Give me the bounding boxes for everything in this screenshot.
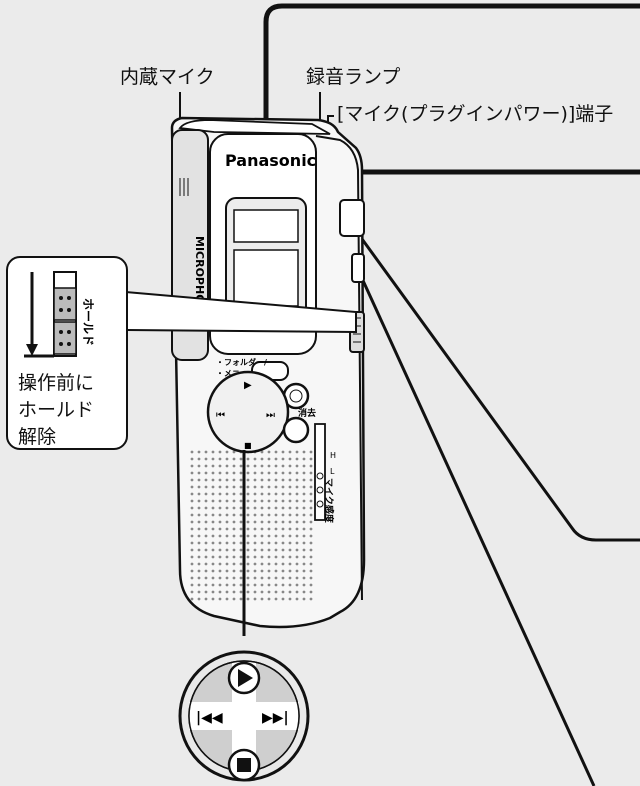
svg-text:H: H bbox=[330, 451, 336, 460]
side-panel bbox=[315, 135, 363, 601]
side-jack bbox=[339, 199, 365, 237]
dial-rewind: ⏮ bbox=[216, 410, 225, 421]
folder-menu-label: ・フォルダー/ bbox=[216, 357, 267, 367]
hold-instruction-line: 操作前に bbox=[18, 372, 95, 394]
callout-box-top bbox=[263, 3, 640, 360]
dial-stop: ■ bbox=[244, 441, 252, 450]
builtin-mic-label: 内蔵マイク bbox=[120, 66, 215, 88]
hold-instruction-line: 解除 bbox=[18, 426, 57, 448]
dial-forward: ⏭ bbox=[266, 410, 275, 421]
stop-side-switch[interactable] bbox=[351, 253, 365, 283]
hold-instruction: 操作前に ホールド 解除 bbox=[18, 370, 94, 451]
mic-sensitivity-switch[interactable] bbox=[314, 423, 326, 521]
hold-instruction-line: ホールド bbox=[18, 399, 95, 421]
svg-text:L: L bbox=[330, 467, 335, 476]
zoom-rewind: |◀◀ bbox=[196, 710, 223, 726]
brand-logo: Panasonic bbox=[225, 151, 316, 170]
hold-callout: ホールド 操作前に ホールド 解除 bbox=[6, 256, 128, 450]
dial-zoom: |◀◀ ▶▶| bbox=[178, 650, 310, 782]
leader-line-hold bbox=[358, 273, 596, 786]
erase-label: 消去 bbox=[298, 407, 316, 419]
hold-switch-illustration: ホールド bbox=[24, 271, 95, 358]
main-dial[interactable] bbox=[206, 370, 290, 454]
speaker-grille bbox=[190, 450, 313, 601]
rec-lamp-label: 録音ランプ bbox=[306, 66, 401, 88]
top-face bbox=[178, 119, 331, 135]
zoom-forward: ▶▶| bbox=[262, 710, 289, 726]
hold-switch-label: ホールド bbox=[81, 298, 95, 346]
mic-sensitivity-label: マイク感度 bbox=[323, 478, 335, 524]
voice-recorder: MICROPHONE Panasonic ・フォルダー/ ・メニュー ▶ ⏮ ⏭… bbox=[170, 116, 366, 629]
dial-play: ▶ bbox=[244, 380, 252, 391]
erase-button[interactable] bbox=[282, 416, 310, 444]
callout-box-lower bbox=[352, 227, 640, 542]
mic-jack-label: [マイク(プラグインパワー)]端子 bbox=[337, 103, 614, 125]
